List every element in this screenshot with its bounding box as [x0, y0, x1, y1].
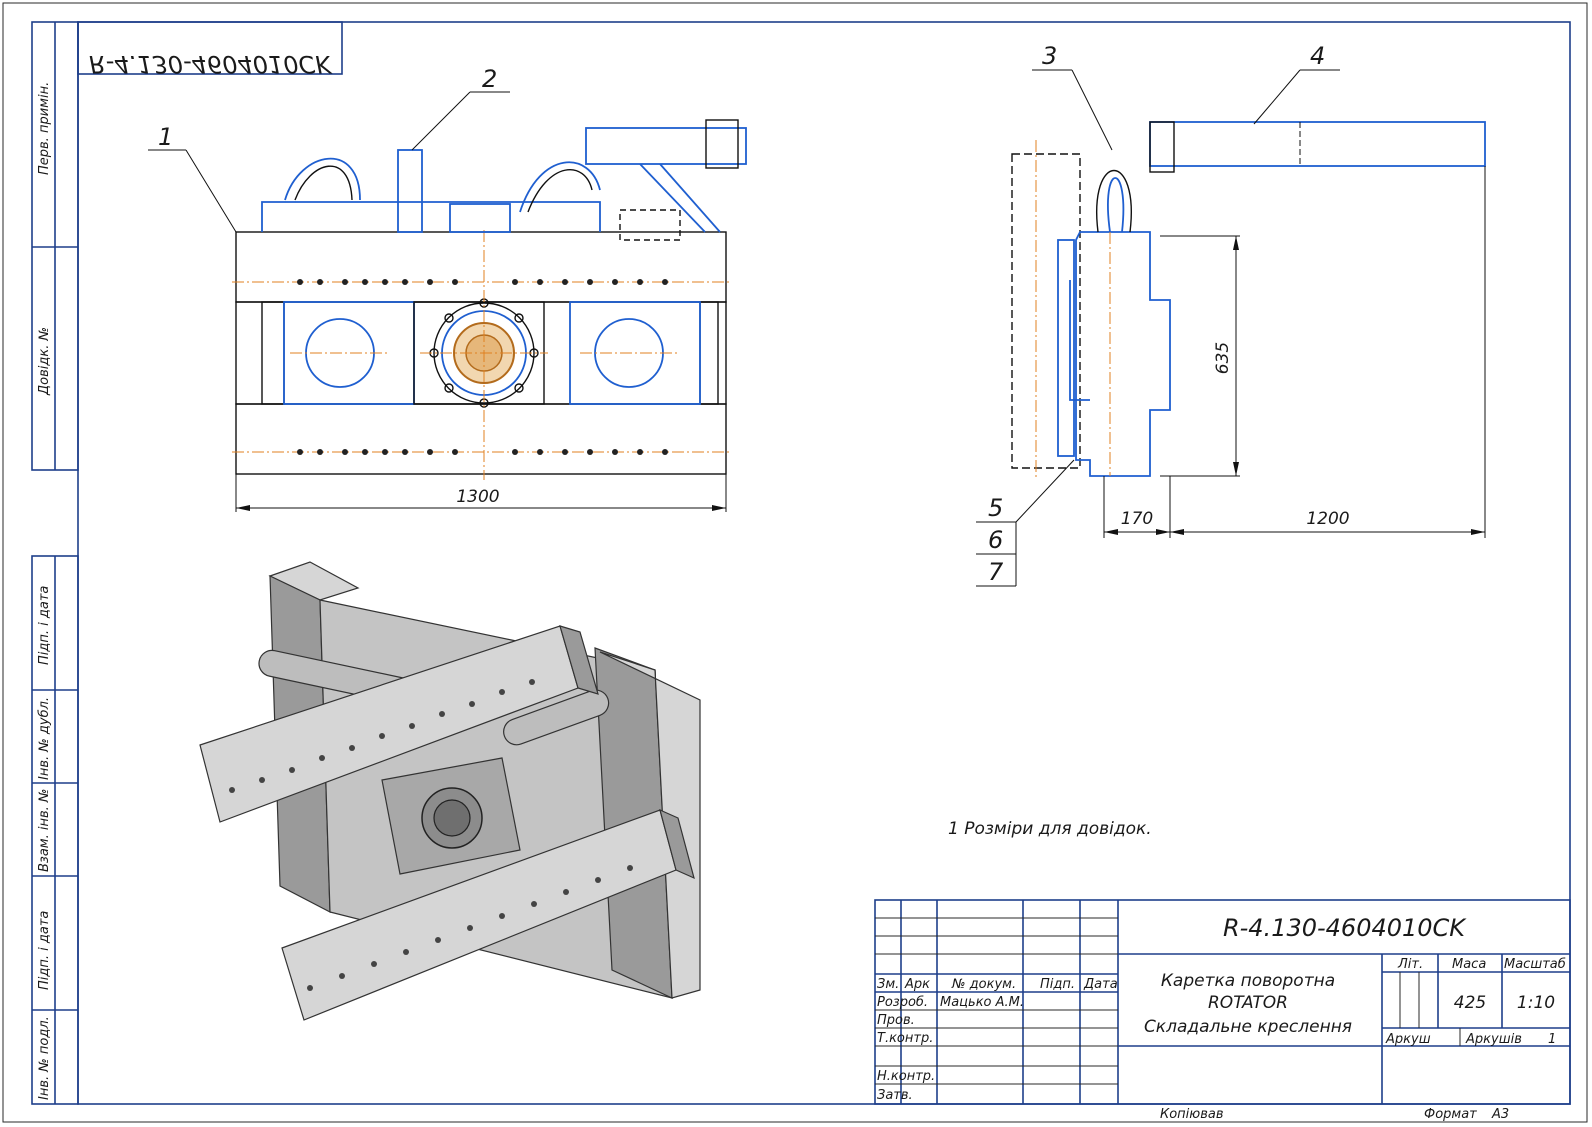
- row-nkontr: Н.контр.: [877, 1069, 935, 1084]
- scale-value: 1:10: [1517, 993, 1555, 1013]
- dim-length: 1200: [1306, 509, 1349, 529]
- svg-text:3: 3: [1042, 42, 1057, 70]
- stamp-title-3: Складальне креслення: [1144, 1017, 1352, 1037]
- scale-label: Масштаб: [1504, 957, 1566, 972]
- sheets-label: Аркушів: [1465, 1032, 1522, 1047]
- side-pidp-data-2: Підп. і дата: [37, 911, 52, 990]
- mass-label: Маса: [1452, 957, 1486, 972]
- mass-value: 425: [1454, 993, 1486, 1013]
- mirrored-code: R-4.130-4604010CK: [89, 50, 333, 78]
- side-inv-pidl: Інв. № подл.: [37, 1016, 52, 1100]
- svg-text:1: 1: [158, 123, 173, 151]
- col-doc: № докум.: [951, 977, 1016, 992]
- callout-5-6-7: 5 6 7: [976, 459, 1075, 587]
- col-zm: Зм.: [877, 977, 899, 992]
- sheet-label: Аркуш: [1385, 1032, 1431, 1047]
- dim-height: 635: [1213, 342, 1233, 374]
- side-vzam-inv: Взам. інв. №: [37, 789, 52, 872]
- side-view: 635 170 1200: [1011, 121, 1486, 538]
- row-razrob: Розроб.: [877, 995, 928, 1010]
- svg-text:6: 6: [988, 526, 1003, 554]
- callout-3: 3: [1032, 42, 1113, 151]
- callout-4: 4: [1253, 42, 1340, 125]
- svg-text:7: 7: [988, 558, 1004, 586]
- developer-name: Мацько А.М.: [940, 995, 1024, 1010]
- col-sign: Підп.: [1040, 977, 1075, 992]
- row-prov: Пров.: [877, 1013, 915, 1028]
- side-strip: Перв. примін. Довідк. № Підп. і дата Інв…: [31, 21, 79, 1105]
- dim-offset: 170: [1121, 509, 1153, 529]
- svg-text:4: 4: [1310, 42, 1325, 70]
- row-tkontr: Т.контр.: [877, 1031, 933, 1046]
- drawing-note: 1 Розміри для довідок.: [948, 819, 1152, 839]
- sheets-value: 1: [1548, 1032, 1556, 1047]
- stamp-designation: R-4.130-4604010CK: [1223, 914, 1467, 942]
- format-value: А3: [1491, 1107, 1509, 1122]
- format-label: Формат: [1424, 1107, 1477, 1122]
- stamp-title-2: ROTATOR: [1208, 993, 1288, 1013]
- mirrored-code-box: R-4.130-4604010CK: [77, 21, 343, 78]
- side-dovid-no: Довідк. №: [37, 327, 52, 396]
- svg-text:5: 5: [988, 494, 1003, 522]
- front-view: 1300: [232, 119, 747, 512]
- side-pidp-data-1: Підп. і дата: [37, 586, 52, 665]
- col-ark: Арк: [904, 977, 930, 992]
- row-zatv: Затв.: [877, 1088, 913, 1103]
- title-block: R-4.130-4604010CK Каретка поворотна ROTA…: [874, 899, 1571, 1105]
- col-date: Дата: [1083, 977, 1118, 992]
- side-inv-dubl: Інв. № дубл.: [37, 697, 52, 780]
- svg-text:2: 2: [482, 65, 497, 93]
- stamp-title-1: Каретка поворотна: [1161, 971, 1335, 991]
- copied-label: Копіював: [1160, 1107, 1224, 1122]
- isometric-view: [199, 561, 701, 1021]
- callout-1: 1: [148, 123, 237, 233]
- side-perv-primin: Перв. примін.: [37, 82, 52, 175]
- lit-label: Літ.: [1397, 957, 1423, 972]
- callout-2: 2: [411, 65, 510, 151]
- dim-width: 1300: [456, 487, 499, 507]
